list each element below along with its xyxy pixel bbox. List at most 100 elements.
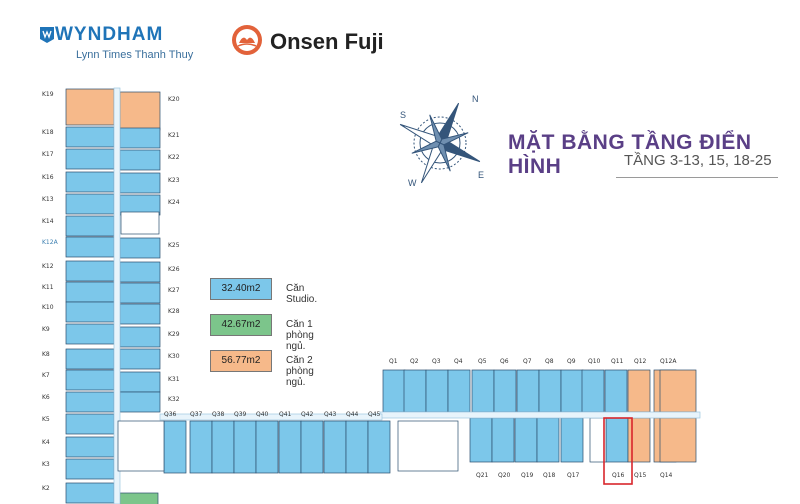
unit-label-q9: Q9 [567,358,576,365]
unit-q7 [516,369,540,413]
unit-k13 [65,193,115,215]
unit-k20 [119,91,161,131]
unit-label-q7: Q7 [523,358,532,365]
unit-q8 [538,369,562,413]
unit-k30 [119,348,161,370]
unit-label-k16: K16 [42,174,54,181]
corridor-right [379,411,701,419]
unit-q42 [300,420,324,474]
unit-q44 [345,420,369,474]
legend-label-1br: Căn 1 phòng ngủ. [286,319,314,352]
unit-k19 [65,88,115,126]
unit-label-q39: Q39 [234,411,247,418]
unit-label-k29: K29 [168,331,180,338]
unit-label-q10: Q10 [588,358,601,365]
unit-q43 [323,420,347,474]
unit-k12a [65,236,115,258]
unit-label-q12: Q12 [634,358,647,365]
unit-label-k20: K20 [168,96,180,103]
unit-q36 [163,420,187,474]
unit-k14 [65,215,115,237]
highlight-q16 [603,417,633,485]
unit-q1 [382,369,406,413]
unit-label-k31: K31 [168,376,180,383]
unit-k25 [119,237,161,259]
unit-k11 [65,281,115,303]
unit-label-k18: K18 [42,129,54,136]
unit-k9 [65,323,115,345]
unit-label-q11: Q11 [611,358,624,365]
unit-k31 [119,371,161,393]
corridor-left [113,87,121,504]
unit-q18 [536,417,560,463]
unit-label-q15: Q15 [634,472,647,479]
unit-label-k28: K28 [168,308,180,315]
unit-q11 [604,369,628,413]
unit-label-q18: Q18 [543,472,556,479]
unit-k10 [65,301,115,323]
unit-label-q12a: Q12A [660,358,677,365]
unit-label-q36: Q36 [164,411,177,418]
unit-label-k12a: K12A [42,239,58,246]
unit-label-k9: K9 [42,326,50,333]
unit-label-k17: K17 [42,151,54,158]
unit-q6 [493,369,517,413]
unit-label-k13: K13 [42,196,54,203]
unit-k23 [119,172,161,194]
unit-label-q2: Q2 [410,358,419,365]
unit-label-k25: K25 [168,242,180,249]
unit-label-q8: Q8 [545,358,554,365]
unit-k16 [65,171,115,193]
unit-q2 [403,369,427,413]
unit-k21 [119,127,161,149]
unit-label-k19: K19 [42,91,54,98]
core-left [120,211,160,235]
legend-label-studio: Căn Studio. [286,283,318,305]
unit-q9 [560,369,584,413]
unit-label-k32: K32 [168,396,180,403]
unit-label-k12: K12 [42,263,54,270]
unit-q10 [581,369,605,413]
unit-k5 [65,413,115,435]
unit-label-k27: K27 [168,287,180,294]
unit-k7 [65,369,115,391]
unit-label-k24: K24 [168,199,180,206]
unit-label-k14: K14 [42,218,54,225]
unit-label-q20: Q20 [498,472,511,479]
unit-label-k8: K8 [42,351,50,358]
unit-k12 [65,260,115,282]
compass-n: N [472,94,479,104]
unit-label-q38: Q38 [212,411,225,418]
unit-q38 [211,420,235,474]
unit-label-q44: Q44 [346,411,359,418]
unit-q12a-block [659,369,697,413]
unit-q3 [425,369,449,413]
unit-k18 [65,126,115,148]
legend-swatch-studio: 32.40m2 [210,278,272,300]
unit-k3 [65,458,115,480]
unit-k28 [119,303,161,325]
unit-k29 [119,326,161,348]
unit-k32 [119,391,161,413]
unit-label-q5: Q5 [478,358,487,365]
unit-k26 [119,261,161,283]
legend-swatch-2br: 56.77m2 [210,350,272,372]
unit-q41 [278,420,302,474]
unit-label-q3: Q3 [432,358,441,365]
unit-label-q19: Q19 [521,472,534,479]
unit-label-q37: Q37 [190,411,203,418]
unit-q20 [491,417,515,463]
unit-k4 [65,436,115,458]
legend-label-2br: Căn 2 phòng ngủ. [286,355,314,388]
core-bottom-left [117,420,165,472]
unit-q21 [469,417,493,463]
unit-q12 [627,369,651,413]
core-bottom-right [397,420,459,472]
corridor-bottom [159,413,383,421]
unit-q19 [514,417,538,463]
wyndham-subtitle: Lynn Times Thanh Thuy [76,49,194,61]
unit-label-k2: K2 [42,485,50,492]
unit-label-q41: Q41 [279,411,292,418]
